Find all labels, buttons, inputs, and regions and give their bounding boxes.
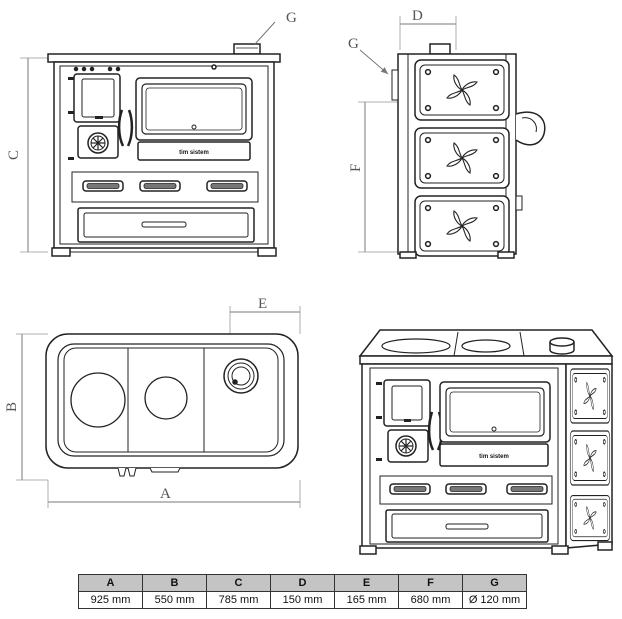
header-cell-b: B	[142, 574, 207, 592]
label-b: B	[4, 402, 20, 412]
value-cell-c: 785 mm	[206, 591, 271, 609]
dimensions-value-row: 925 mm 550 mm 785 mm 150 mm 165 mm 680 m…	[78, 591, 527, 609]
header-cell-g: G	[462, 574, 527, 592]
label-e: E	[258, 296, 267, 312]
value-cell-a: 925 mm	[78, 591, 143, 609]
dimensions-table: A B C D E F G 925 mm 550 mm 785 mm 150 m…	[78, 574, 527, 609]
top-view	[16, 306, 301, 508]
value-cell-f: 680 mm	[398, 591, 463, 609]
brand-text-front: tim sistem	[179, 150, 209, 156]
header-cell-f: F	[398, 574, 463, 592]
label-g-front: G	[286, 10, 297, 26]
dimensions-header-row: A B C D E F G	[78, 574, 527, 592]
label-d: D	[412, 8, 423, 24]
label-a: A	[160, 486, 171, 502]
header-cell-d: D	[270, 574, 335, 592]
value-cell-g: Ø 120 mm	[462, 591, 527, 609]
label-g-side: G	[348, 36, 359, 52]
technical-drawing: tim sistem tim sistem G D G C F B E A	[4, 8, 614, 555]
side-view	[358, 16, 546, 259]
label-c: C	[6, 150, 22, 160]
value-cell-b: 550 mm	[142, 591, 207, 609]
brand-text-isometric: tim sistem	[479, 454, 509, 460]
header-cell-e: E	[334, 574, 399, 592]
label-f: F	[348, 164, 364, 172]
isometric-view	[358, 329, 614, 555]
header-cell-a: A	[78, 574, 143, 592]
header-cell-c: C	[206, 574, 271, 592]
front-view	[20, 21, 281, 257]
value-cell-d: 150 mm	[270, 591, 335, 609]
value-cell-e: 165 mm	[334, 591, 399, 609]
